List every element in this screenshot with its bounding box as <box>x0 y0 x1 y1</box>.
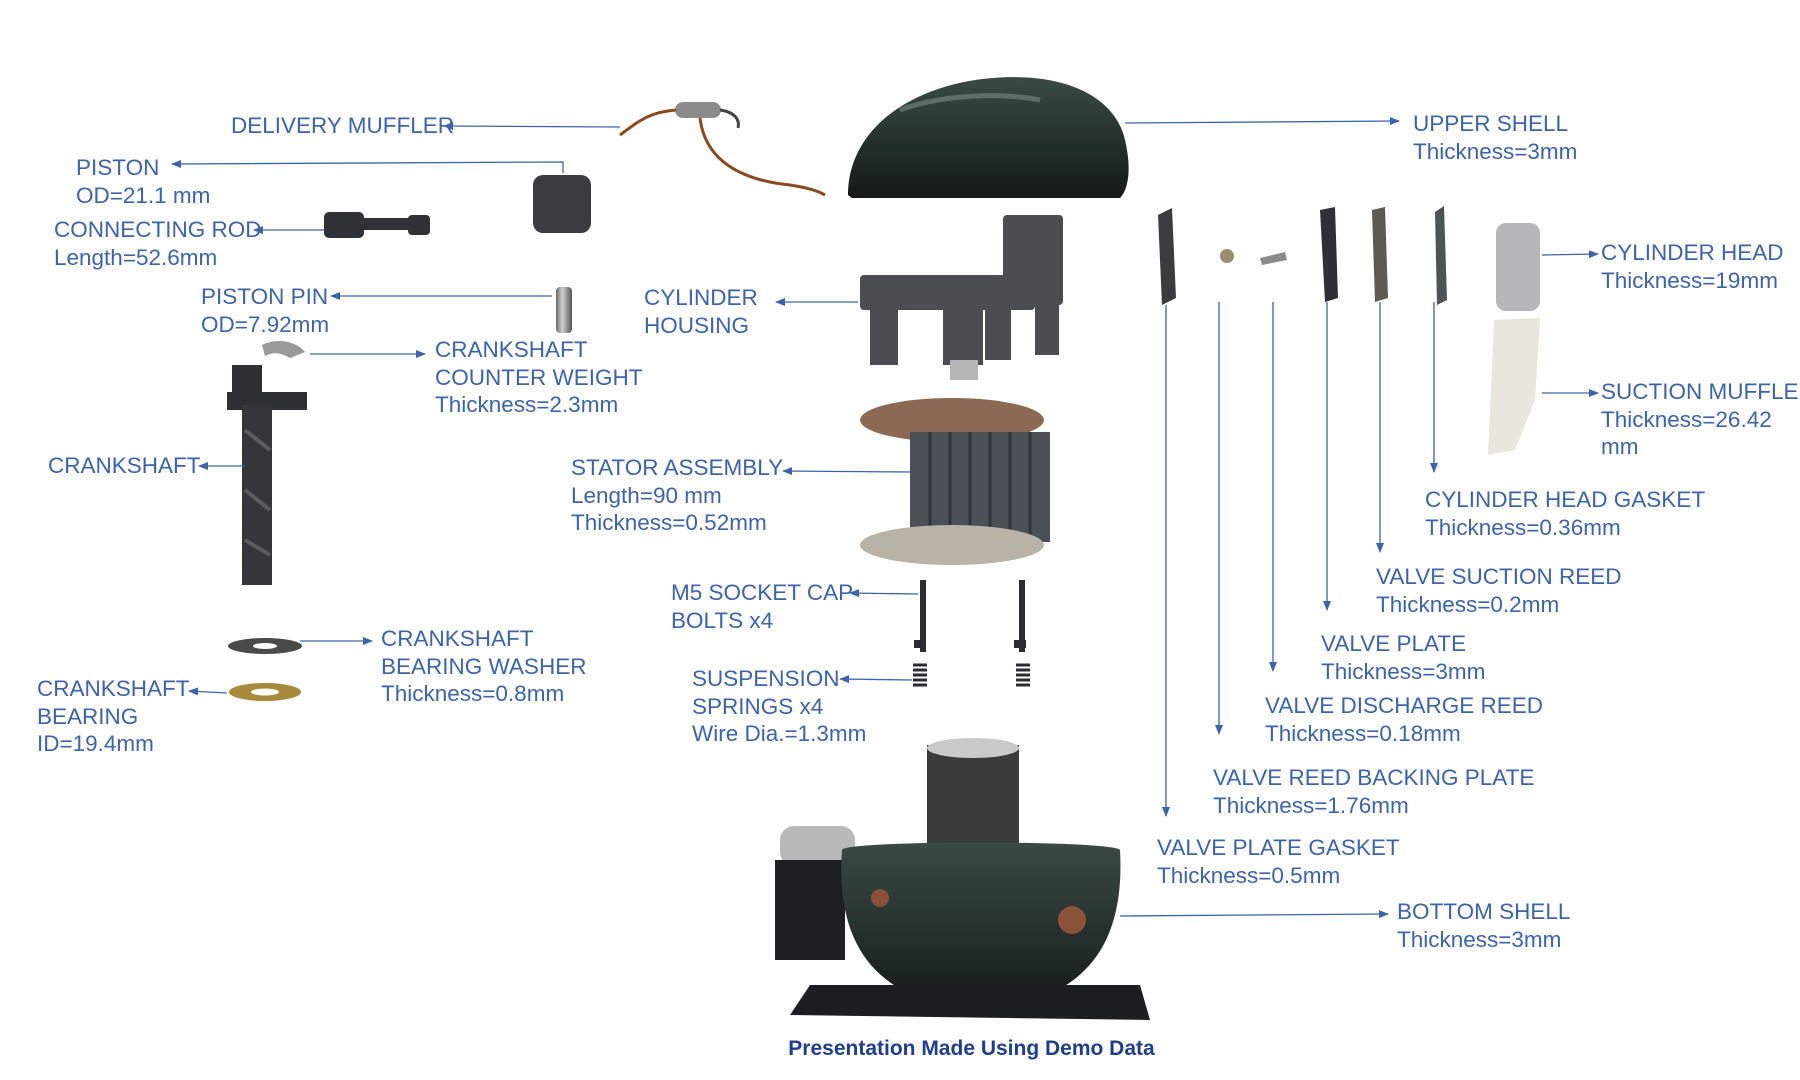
crankshaft-counter-weight-label: CRANKSHAFT COUNTER WEIGHT Thickness=2.3m… <box>435 337 643 417</box>
socket-cap-bolts-label: M5 SOCKET CAP BOLTS x4 <box>671 580 854 633</box>
cylinder-head-label: CYLINDER HEAD Thickness=19mm <box>1601 240 1784 293</box>
suspension-springs-label: SUSPENSION SPRINGS x4 Wire Dia.=1.3mm <box>692 666 867 746</box>
valve-reed-backing-plate-label: VALVE REED BACKING PLATE Thickness=1.76m… <box>1213 765 1535 818</box>
delivery-muffler-label: DELIVERY MUFFLER <box>231 113 454 138</box>
valve-components-image <box>1158 206 1540 455</box>
upper-shell-image <box>848 77 1129 198</box>
crankshaft-label: CRANKSHAFT <box>48 453 201 478</box>
suction-muffler-label: SUCTION MUFFLER Thickness=26.42 mm <box>1601 379 1800 459</box>
upper-shell-label: UPPER SHELL Thickness=3mm <box>1413 111 1578 164</box>
cylinder-housing-image <box>860 215 1063 380</box>
crankshaft-bearing-label: CRANKSHAFT BEARING ID=19.4mm <box>37 676 190 756</box>
crankshaft-bearing-washer-label: CRANKSHAFT BEARING WASHER Thickness=0.8m… <box>381 626 587 706</box>
connecting-rod-image <box>324 212 430 238</box>
valve-discharge-reed-label: VALVE DISCHARGE REED Thickness=0.18mm <box>1265 693 1543 746</box>
socket-cap-bolts-image <box>914 580 1026 652</box>
cylinder-housing-label: CYLINDER HOUSING <box>644 285 758 338</box>
cylinder-head-gasket-label: CYLINDER HEAD GASKET Thickness=0.36mm <box>1425 487 1706 540</box>
stator-assembly-label: STATOR ASSEMBLY Length=90 mm Thickness=0… <box>571 455 784 535</box>
stator-assembly-image <box>860 398 1050 565</box>
valve-suction-reed-label: VALVE SUCTION REED Thickness=0.2mm <box>1376 564 1622 617</box>
piston-pin-label: PISTON PIN OD=7.92mm <box>201 284 330 337</box>
connecting-rod-label: CONNECTING ROD Length=52.6mm <box>54 217 262 270</box>
piston-pin-image <box>556 287 572 333</box>
delivery-muffler-image <box>619 102 826 197</box>
bottom-shell-image <box>775 738 1150 1020</box>
suspension-springs-image <box>913 663 1030 687</box>
valve-plate-label: VALVE PLATE Thickness=3mm <box>1321 631 1486 684</box>
piston-image <box>533 175 591 233</box>
crankshaft-image <box>227 340 307 585</box>
valve-plate-gasket-label: VALVE PLATE GASKET Thickness=0.5mm <box>1157 835 1400 888</box>
leader-lines <box>171 117 1599 919</box>
footer-caption: Presentation Made Using Demo Data <box>788 1037 1155 1060</box>
bottom-shell-label: BOTTOM SHELL Thickness=3mm <box>1397 899 1571 952</box>
piston-label: PISTON OD=21.1 mm <box>76 155 211 208</box>
